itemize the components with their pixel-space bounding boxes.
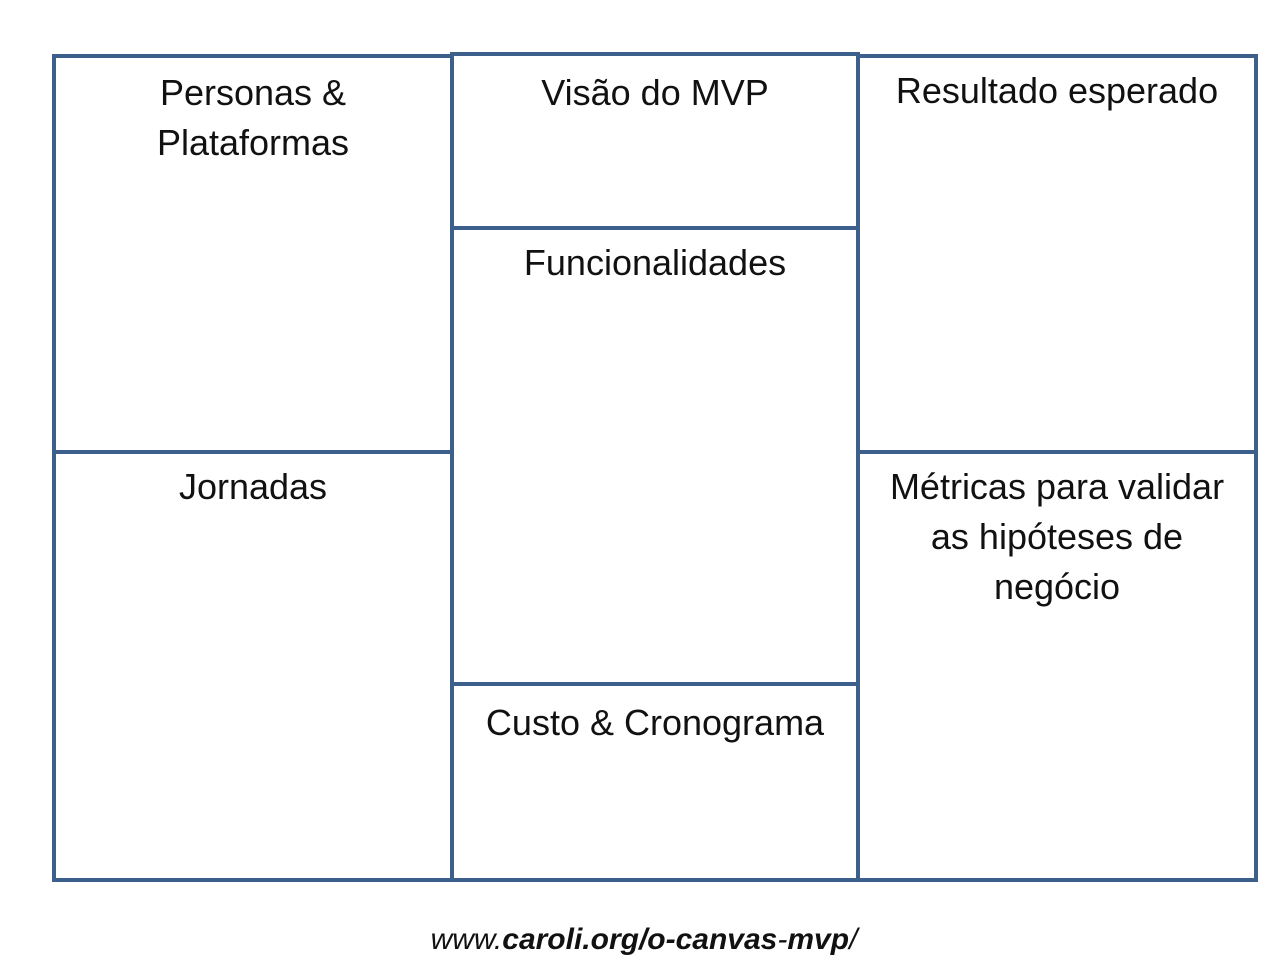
url-dash: -	[777, 923, 788, 956]
url-suffix: /	[849, 923, 858, 956]
title-line: Jornadas	[178, 466, 328, 507]
url-domain: caroli.org/o-canvas	[502, 923, 778, 956]
block-title-personas: Personas & Plataformas	[62, 68, 444, 168]
block-title-custo: Custo & Cronograma	[460, 698, 850, 748]
title-line: Custo & Cronograma	[485, 702, 825, 743]
block-title-jornadas: Jornadas	[62, 462, 444, 512]
block-jornadas: Jornadas	[52, 450, 454, 882]
block-title-metricas: Métricas para validar as hipóteses de ne…	[866, 462, 1248, 612]
block-title-funcionalidades: Funcionalidades	[460, 238, 850, 288]
title-line: Visão do MVP	[541, 72, 769, 113]
title-line: Personas &	[159, 72, 347, 113]
block-title-resultado: Resultado esperado	[866, 66, 1248, 116]
url-prefix: www.	[430, 923, 503, 956]
title-line: Resultado esperado	[895, 70, 1219, 111]
block-resultado-esperado: Resultado esperado	[856, 54, 1258, 454]
block-funcionalidades: Funcionalidades	[450, 226, 860, 686]
url-path: mvp	[787, 923, 850, 956]
title-line: as hipóteses de	[930, 516, 1184, 557]
title-line: Métricas para validar	[889, 466, 1225, 507]
title-line: Plataformas	[156, 122, 350, 163]
block-visao-mvp: Visão do MVP	[450, 52, 860, 230]
block-title-visao: Visão do MVP	[460, 68, 850, 118]
title-line: Funcionalidades	[523, 242, 787, 283]
block-metricas: Métricas para validar as hipóteses de ne…	[856, 450, 1258, 882]
source-url[interactable]: www.caroli.org/o-canvas-mvp/	[0, 918, 1288, 962]
block-personas-plataformas: Personas & Plataformas	[52, 54, 454, 454]
title-line: negócio	[993, 566, 1121, 607]
block-custo-cronograma: Custo & Cronograma	[450, 682, 860, 882]
